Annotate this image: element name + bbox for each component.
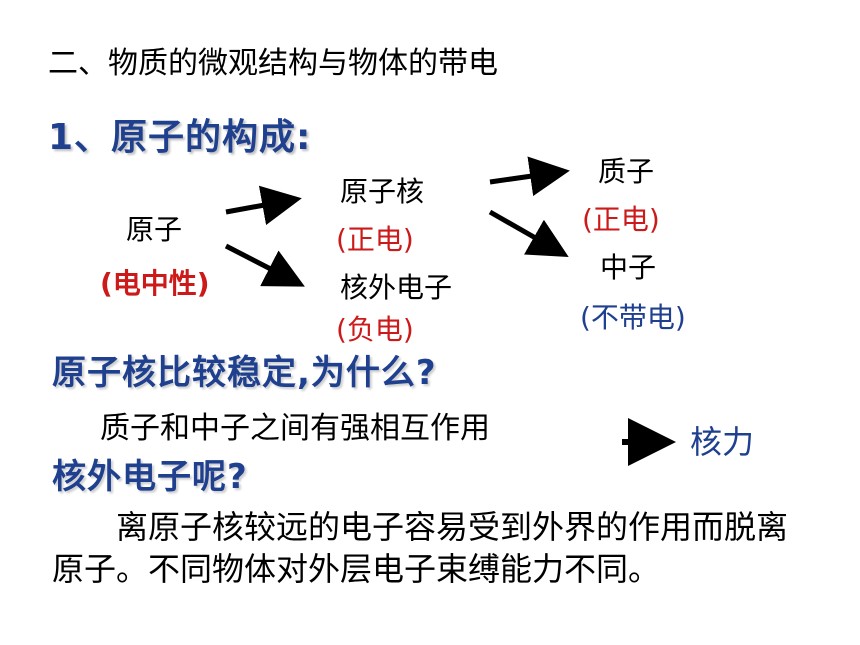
section-subheading: 1、原子的构成: — [48, 117, 312, 158]
proton-charge: (正电) — [582, 203, 660, 236]
neutron-label: 中子 — [600, 251, 657, 284]
electron-charge: (负电) — [336, 313, 414, 346]
slide-heading: 二、物质的微观结构与物体的带电 — [48, 46, 498, 81]
arrow-nucleus-to-neutron — [488, 209, 569, 257]
question-electrons: 核外电子呢? — [52, 457, 248, 497]
proton-label: 质子 — [598, 155, 655, 188]
question-nucleus-stability: 原子核比较稳定,为什么? — [52, 353, 437, 393]
electron-label: 核外电子 — [340, 271, 453, 304]
answer-strong-interaction: 质子和中子之间有强相互作用 — [100, 411, 490, 446]
explanation-paragraph: 离原子核较远的电子容易受到外界的作用而脱离原子。不同物体对外层电子束缚能力不同。 — [52, 508, 789, 588]
nucleus-charge: (正电) — [336, 223, 414, 256]
arrow-nucleus-to-proton — [489, 156, 570, 197]
atom-label: 原子 — [126, 213, 183, 246]
nucleus-label: 原子核 — [340, 175, 425, 208]
atom-charge: (电中性) — [100, 267, 210, 300]
neutron-charge: (不带电) — [580, 301, 686, 334]
nuclear-force-label: 核力 — [690, 423, 755, 461]
arrow-atom-to-electron — [224, 243, 305, 287]
arrow-atom-to-nucleus — [225, 185, 302, 226]
